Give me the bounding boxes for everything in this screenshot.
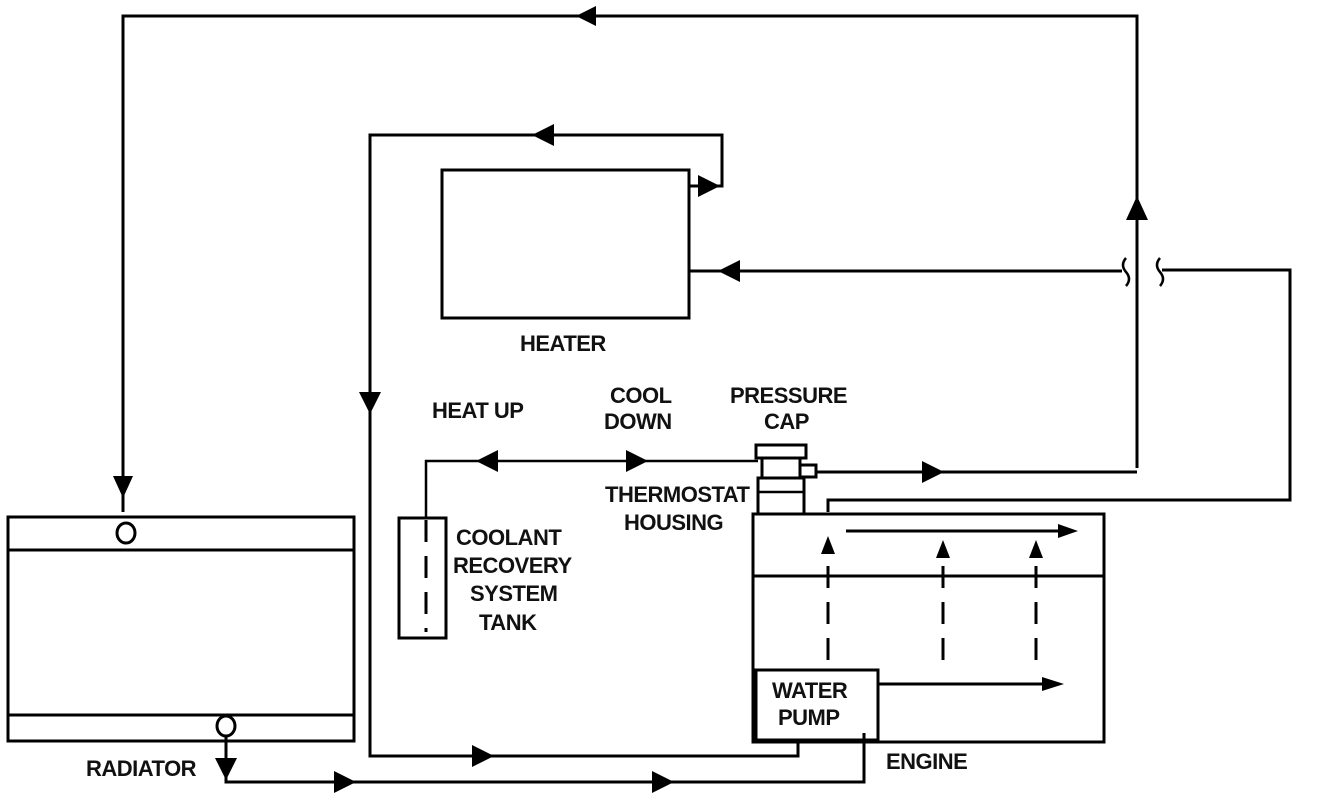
coolant-tank-label: COOLANT [456,525,562,550]
flow-arrow [215,758,237,780]
pressure-cap-label: CAP [764,409,809,434]
radiator [6,515,356,743]
flow-arrow [718,260,740,282]
flow-arrow [472,745,494,767]
coolant-tank-label: TANK [479,610,537,635]
coolant-tank-label: RECOVERY [453,553,572,578]
heat-up-label: HEAT UP [432,398,523,423]
line-break-symbol [1121,257,1131,287]
flow-arrow [359,392,381,414]
flow-arrow [626,450,648,472]
radiator-label: RADIATOR [86,756,197,781]
water-pump [754,668,880,742]
flow-arrow [334,771,356,793]
heater-core [440,168,691,320]
heater-outlet-line [368,133,800,758]
flow-arrow [936,540,950,558]
engine-label: ENGINE [886,749,967,774]
radiator-inlet-fitting [115,521,137,545]
flow-arrow [1029,540,1043,558]
cool-down-label: COOL [610,383,672,408]
water-pump-label: WATER [772,678,848,703]
flow-arrow [652,771,674,793]
flow-arrow [1126,196,1148,220]
flow-arrow [532,124,554,146]
coolant-tank-label: SYSTEM [470,581,557,606]
water-pump-label: PUMP [778,705,840,730]
thermostat-housing [756,476,806,518]
thermostat-housing-label: THERMOSTAT [605,482,751,507]
pressure-cap [754,443,808,460]
flow-arrow [698,175,720,197]
heater-label: HEATER [520,331,606,356]
radiator-outlet-fitting [215,714,237,738]
flow-arrow [1042,677,1064,691]
line-break-symbol [1155,257,1165,287]
thermostat-housing-top [760,456,802,480]
heater-supply-line [826,268,1292,512]
flow-arrow [922,461,944,483]
flow-arrow [113,476,133,498]
thermostat-outlet-nozzle [798,463,818,479]
thermostat-housing-label: HOUSING [624,510,723,535]
flow-arrow [476,450,498,472]
flow-arrow [821,536,835,554]
radiator-return-line [121,14,1139,512]
flow-arrow [1058,524,1078,538]
coolant-recovery-tank [397,516,448,640]
cool-down-label: DOWN [604,409,672,434]
pressure-cap-label: PRESSURE [730,383,847,408]
flow-arrow [576,6,596,26]
